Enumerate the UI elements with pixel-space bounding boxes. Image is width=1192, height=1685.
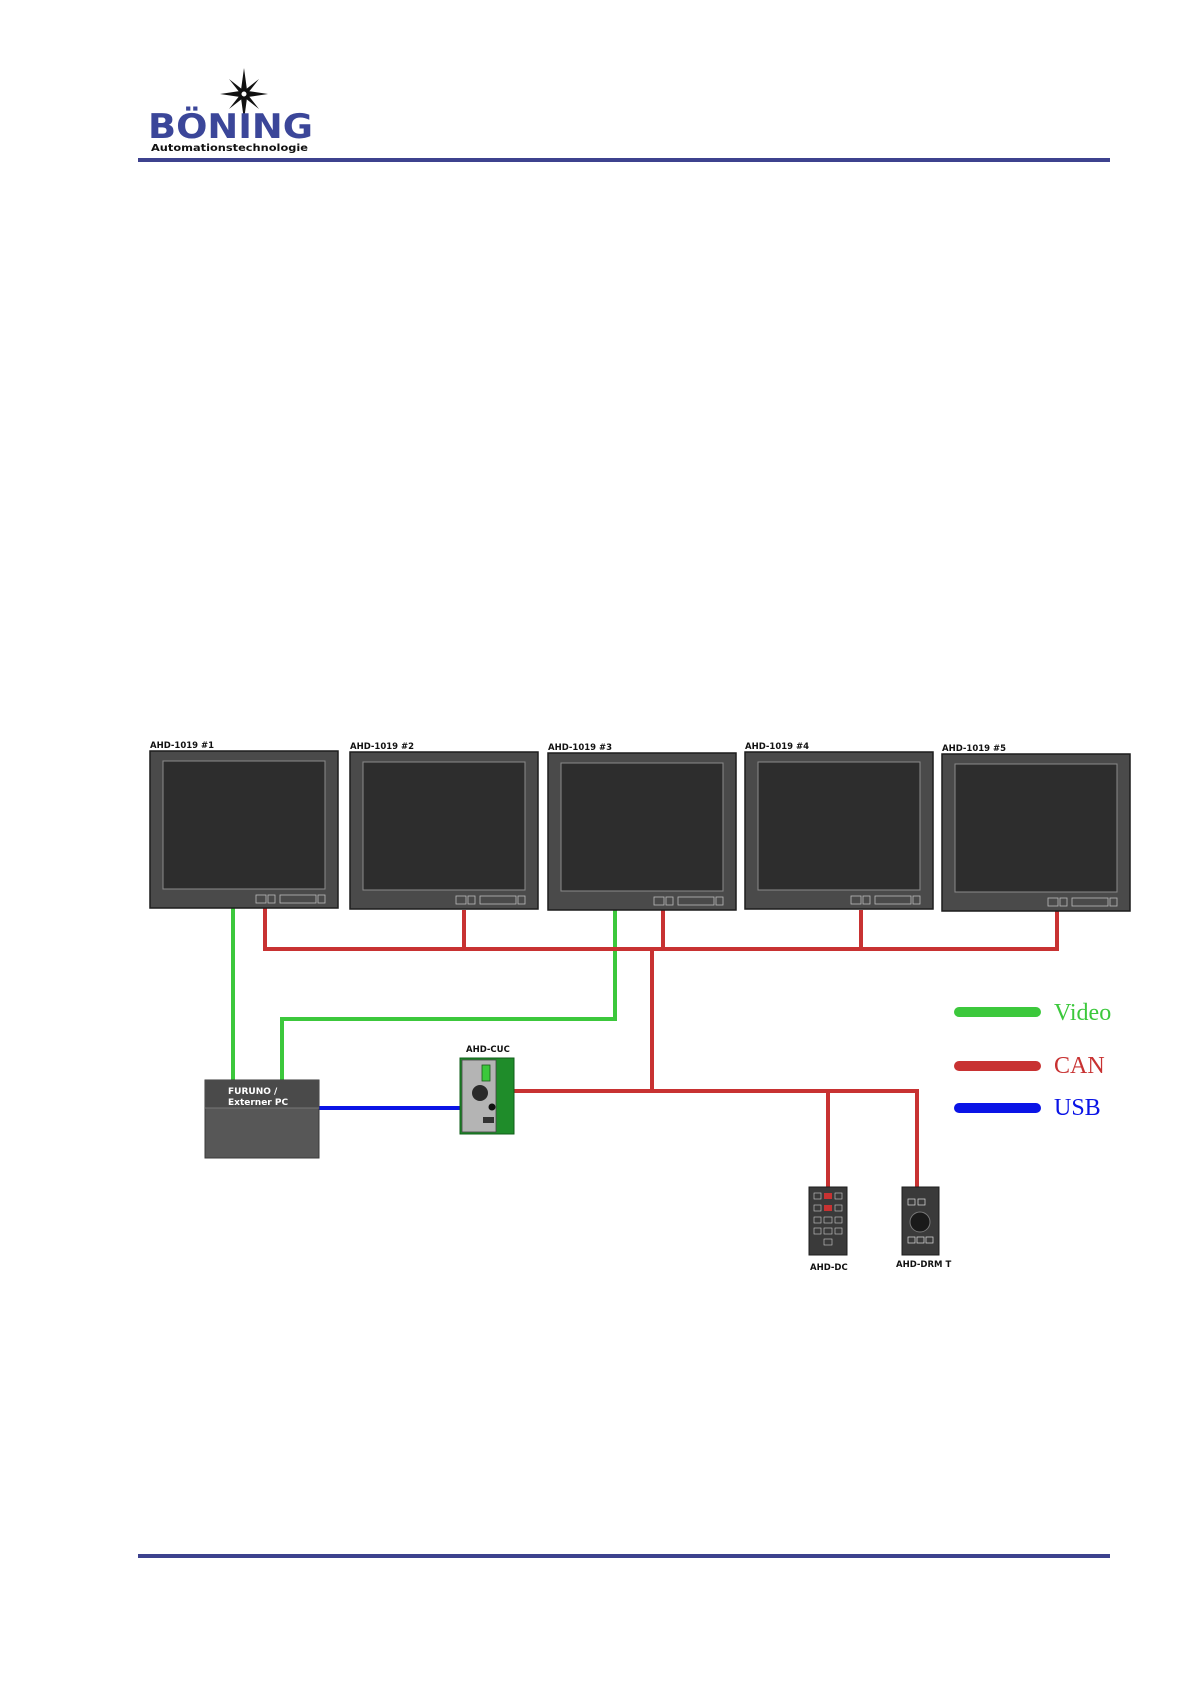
monitor-4: AHD-1019 #4 <box>745 742 933 909</box>
pc-box: FURUNO / Externer PC <box>205 1080 319 1158</box>
can-line-remotes <box>652 1091 917 1187</box>
monitor-1-label: AHD-1019 #1 <box>150 741 214 751</box>
video-cables <box>233 908 615 1082</box>
can-cables <box>265 908 1057 1187</box>
monitor-3: AHD-1019 #3 <box>548 743 736 910</box>
legend-video-label: Video <box>1054 1000 1111 1026</box>
ahd-cuc-unit: AHD-CUC <box>460 1045 514 1134</box>
dc-label: AHD-DC <box>810 1263 848 1273</box>
ahd-dc-remote: AHD-DC <box>809 1187 848 1273</box>
monitor-1: AHD-1019 #1 <box>150 741 338 908</box>
monitor-3-label: AHD-1019 #3 <box>548 743 612 753</box>
pc-label-line1: FURUNO / <box>228 1087 278 1097</box>
monitor-5: AHD-1019 #5 <box>942 744 1130 911</box>
legend: Video CAN USB <box>959 1000 1111 1121</box>
monitor-2-label: AHD-1019 #2 <box>350 742 414 752</box>
drm-label: AHD-DRM T <box>896 1260 951 1270</box>
monitor-2: AHD-1019 #2 <box>350 742 538 909</box>
pc-label-line2: Externer PC <box>228 1098 288 1108</box>
legend-can-label: CAN <box>1054 1053 1105 1079</box>
ahd-drm-remote: AHD-DRM T <box>896 1187 951 1270</box>
monitor-5-label: AHD-1019 #5 <box>942 744 1006 754</box>
cuc-label: AHD-CUC <box>466 1045 510 1055</box>
monitor-4-label: AHD-1019 #4 <box>745 742 809 752</box>
legend-usb-label: USB <box>1054 1095 1101 1121</box>
video-cable-monitor3-pc <box>282 910 615 1082</box>
